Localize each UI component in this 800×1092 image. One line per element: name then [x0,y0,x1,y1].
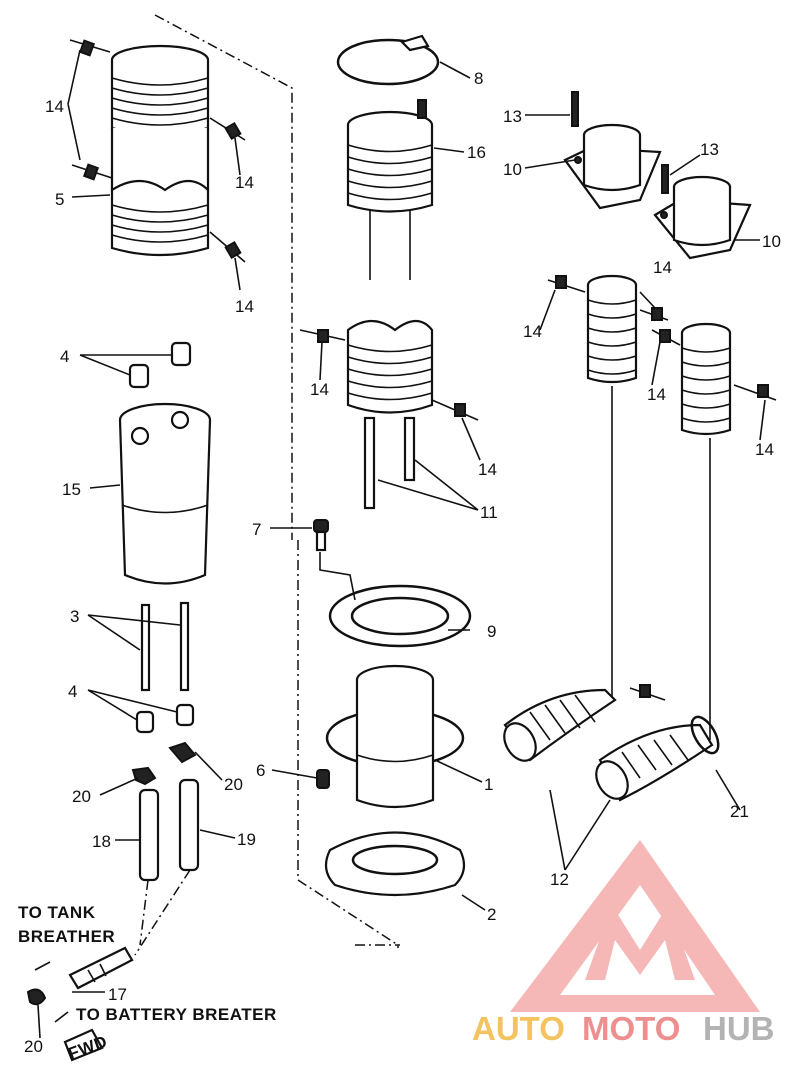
part-8-clamp-ring [336,34,440,86]
callout-17: 17 [108,985,127,1004]
callout-1: 1 [484,775,493,794]
callout-2: 2 [487,905,496,924]
callout-13: 13 [700,140,719,159]
callout-19: 19 [237,830,256,849]
part-12-bellows-upper [547,274,777,740]
callout-14: 14 [235,173,254,192]
part-17-fitting [26,946,134,1062]
callout-14: 14 [523,322,542,341]
logo-m-mark [585,905,695,980]
callout-13: 13 [503,107,522,126]
callout-20: 20 [224,775,243,794]
watermark-logo: AUTO MOTO HUB [472,840,775,1047]
part-10-flange-caps [563,91,752,260]
callout-14: 14 [647,385,666,404]
fwd-arrow-label: FWD [66,1032,110,1064]
part-16-coil-assembly [299,99,479,421]
part-3-rods-and-hoses [131,601,200,956]
leader-lines [37,49,766,1039]
callout-12: 12 [550,870,569,889]
callout-16: 16 [467,143,486,162]
callout-4: 4 [68,682,77,701]
note-battery: TO BATTERY BREATER [76,1005,277,1024]
callout-14: 14 [235,297,254,316]
callout-14: 14 [310,380,329,399]
callout-21: 21 [730,802,749,821]
callout-3: 3 [70,607,79,626]
callout-20: 20 [72,787,91,806]
callout-14: 14 [653,258,672,277]
callout-14: 14 [45,97,64,116]
part-base-assembly [313,519,472,897]
callout-10: 10 [503,160,522,179]
routing-notes: TO TANK BREATHER TO BATTERY BREATER FWD [18,903,277,1064]
callout-8: 8 [474,69,483,88]
callout-labels: 14 14 14 5 8 16 13 13 10 10 4 14 14 14 1… [24,69,781,1056]
part-5-coil-assembly [110,44,210,257]
callout-14: 14 [755,440,774,459]
callout-7: 7 [252,520,261,539]
callout-4: 4 [60,347,69,366]
callout-11: 11 [480,503,498,522]
callout-10: 10 [762,232,781,251]
callout-18: 18 [92,832,111,851]
callout-14: 14 [478,460,497,479]
note-tank-line2: BREATHER [18,927,115,946]
callout-5: 5 [55,190,64,209]
callout-9: 9 [487,622,496,641]
callout-6: 6 [256,761,265,780]
watermark-hub: HUB [703,1010,775,1047]
part-11-rods [363,416,416,510]
watermark-auto: AUTO [472,1010,565,1047]
callout-15: 15 [62,480,81,499]
part-15-cover [118,341,212,585]
assembly-center-lines [154,14,400,948]
callout-20: 20 [24,1037,43,1056]
note-tank-line1: TO TANK [18,903,96,922]
watermark-moto: MOTO [582,1010,680,1047]
part-12-bellows-lower [503,684,720,802]
bolt-14-group-upper-left [69,39,246,263]
